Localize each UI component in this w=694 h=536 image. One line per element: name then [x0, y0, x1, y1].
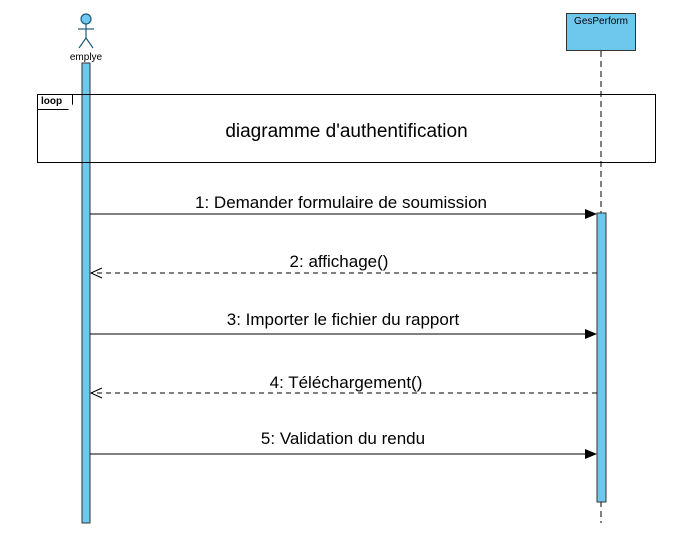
- message-label-5: 5: Validation du rendu: [260, 429, 426, 448]
- actor-activation-bar: [81, 62, 91, 524]
- message-label-3: 3: Importer le fichier du rapport: [226, 310, 460, 329]
- fragment-title: diagramme d'authentification: [225, 121, 468, 142]
- lifeline-header[interactable]: GesPerform: [566, 13, 636, 51]
- lifeline-activation-bar: [596, 212, 607, 503]
- loop-fragment: loop diagramme d'authentification: [37, 94, 656, 163]
- message-arrowhead-2: [89, 267, 103, 279]
- message-label-2: 2: affichage(): [289, 252, 389, 271]
- lifeline-name: GesPerform: [574, 16, 628, 27]
- actor-name: emplye: [69, 52, 103, 63]
- message-arrowhead-3: [585, 329, 597, 339]
- message-arrowhead-5: [585, 449, 597, 459]
- message-label-4: 4: Téléchargement(): [269, 373, 423, 392]
- fragment-operator: loop: [38, 95, 73, 110]
- message-arrowhead-4: [89, 387, 103, 399]
- actor-icon: [78, 13, 94, 49]
- message-arrowhead-1: [585, 209, 597, 219]
- message-label-1: 1: Demander formulaire de soumission: [195, 193, 487, 212]
